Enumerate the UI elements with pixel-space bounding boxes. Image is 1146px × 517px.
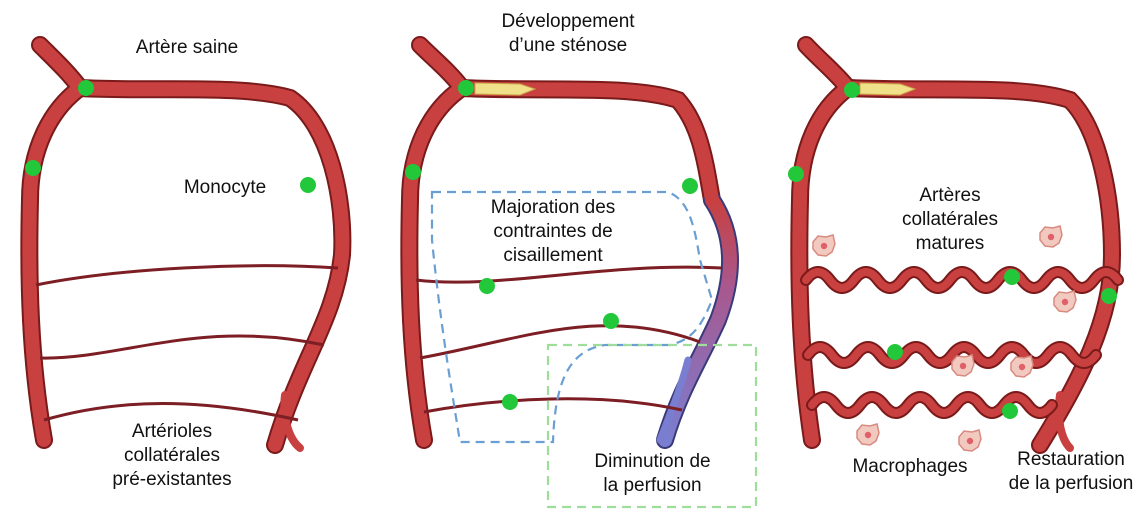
macrophage-cell: [952, 355, 974, 376]
monocyte-cell: [682, 178, 698, 194]
macrophage-cell: [959, 430, 981, 451]
label-line: Monocyte: [165, 176, 285, 200]
label-reduced-perfusion: Diminution de la perfusion: [565, 450, 740, 498]
label-preexisting-arterioles: Artérioles collatérales pré-existantes: [92, 420, 252, 492]
label-line: pré-existantes: [92, 468, 252, 492]
label-line: Artérioles: [92, 420, 252, 444]
monocyte-cell: [887, 344, 903, 360]
monocyte-cell: [479, 278, 495, 294]
arteriole: [424, 399, 682, 412]
label-line: Artère saine: [112, 36, 262, 60]
label-shear-stress: Majoration des contraintes de cisailleme…: [468, 196, 638, 268]
monocyte-cell: [1004, 269, 1020, 285]
label-line: Macrophages: [840, 455, 980, 479]
monocyte-cell: [788, 166, 804, 182]
label-line: contraintes de: [468, 220, 638, 244]
arteriole: [40, 336, 324, 358]
monocyte-cell: [502, 394, 518, 410]
arteriole: [420, 326, 700, 358]
monocyte-cell: [458, 80, 474, 96]
macrophage-cell: [1040, 226, 1062, 247]
label-line: collatérales: [92, 444, 252, 468]
label-perfusion-restored: Restauration de la perfusion: [998, 448, 1144, 496]
label-line: cisaillement: [468, 244, 638, 268]
panel-healthy-artery: [25, 45, 342, 448]
macrophage-cell: [1011, 356, 1033, 377]
macrophage-cell: [813, 235, 835, 256]
arteriole: [44, 404, 298, 421]
label-line: d’une sténose: [468, 34, 668, 58]
label-line: Majoration des: [468, 196, 638, 220]
label-monocyte: Monocyte: [165, 176, 285, 200]
monocyte-cell: [1002, 403, 1018, 419]
main-artery: [29, 45, 342, 448]
macrophage-cell: [857, 424, 879, 445]
label-line: Artères: [880, 184, 1020, 208]
arteriole: [416, 267, 722, 282]
label-line: la perfusion: [565, 474, 740, 498]
label-line: Diminution de: [565, 450, 740, 474]
monocyte-cell: [78, 80, 94, 96]
label-line: Restauration: [998, 448, 1144, 472]
label-line: de la perfusion: [998, 472, 1144, 496]
macrophage-cell: [1054, 291, 1076, 312]
monocyte-cell: [844, 82, 860, 98]
label-line: matures: [880, 232, 1020, 256]
label-macrophages: Macrophages: [840, 455, 980, 479]
monocyte-cell: [1101, 288, 1117, 304]
panel-stenosis: [405, 45, 756, 507]
label-stenosis: Développement d’une sténose: [468, 10, 668, 58]
monocyte-cell: [25, 160, 41, 176]
label-line: Développement: [468, 10, 668, 34]
arteriole: [36, 266, 338, 285]
label-line: collatérales: [880, 208, 1020, 232]
monocyte-cell: [405, 164, 421, 180]
monocyte-cell: [300, 177, 316, 193]
label-healthy-artery: Artère saine: [112, 36, 262, 60]
label-mature-collaterals: Artères collatérales matures: [880, 184, 1020, 256]
monocyte-cell: [603, 313, 619, 329]
